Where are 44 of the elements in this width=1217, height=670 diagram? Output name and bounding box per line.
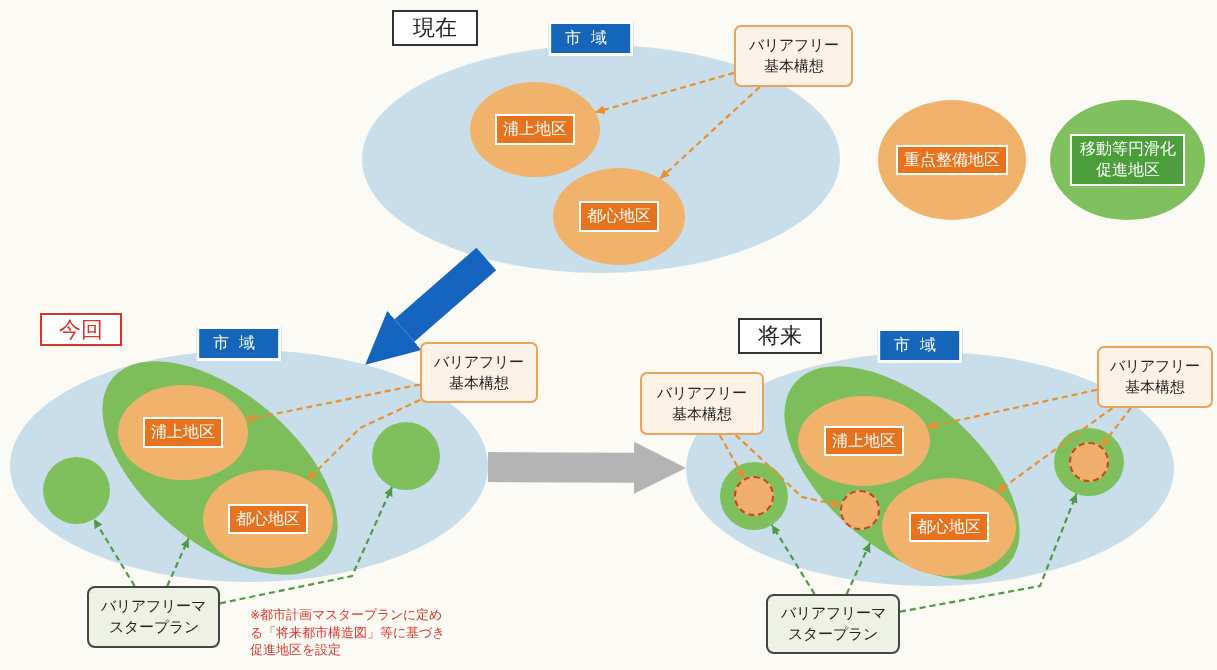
dashed-arrow [995,407,1114,494]
dashed-arrow [306,399,421,481]
dashed-arrow [845,542,871,595]
dashed-arrow [899,493,1078,613]
dashed-arrow [718,434,746,480]
dashed-circle [1069,442,1109,482]
plan-box: バリアフリーマスタープラン [87,586,220,648]
area-tag: 市域 [548,21,634,56]
district-tag: 都心地区 [909,511,989,543]
dashed-arrow [926,388,1098,430]
dashed-arrow [166,537,190,587]
phase-label: 今回 [40,313,122,346]
dashed-circle [734,476,774,516]
phase-label: 現在 [392,10,478,46]
plan-box: バリアフリー基本構想 [420,342,538,403]
district-tag: 都心地区 [228,503,308,535]
district-tag: 浦上地区 [495,114,575,145]
district-tag: 重点整備地区 [896,144,1008,176]
dashed-arrow [770,524,816,595]
block-arrow [487,441,686,494]
block-arrow [365,247,497,365]
dashed-arrow [219,486,393,605]
dashed-arrow [1100,407,1132,447]
note-text: ※都市計画マスタープランに定める「将来都市構造図」等に基づき促進地区を設定 [250,606,446,659]
plan-box: バリアフリー基本構想 [1097,346,1213,408]
promotion-circle [372,422,440,490]
dashed-arrow [734,434,841,509]
area-tag: 市域 [877,328,963,363]
dashed-arrow [595,71,735,115]
plan-box: バリアフリー基本構想 [640,372,764,435]
dashed-arrow [245,383,421,423]
plan-box: バリアフリー基本構想 [734,25,853,87]
area-tag: 市域 [196,326,282,361]
district-tag: 浦上地区 [143,417,223,448]
phase-label: 将来 [738,318,822,354]
promotion-zone-ellipse [784,366,1020,580]
district-tag: 都心地区 [579,201,659,232]
promotion-circle [720,462,788,530]
dashed-arrow [659,86,761,180]
district-tag: 浦上地区 [824,425,904,457]
district-tag: 移動等円滑化促進地区 [1069,134,1186,186]
dashed-arrow [92,518,136,587]
plan-box: バリアフリーマスタープラン [766,594,900,654]
promotion-zone-ellipse [102,361,338,575]
